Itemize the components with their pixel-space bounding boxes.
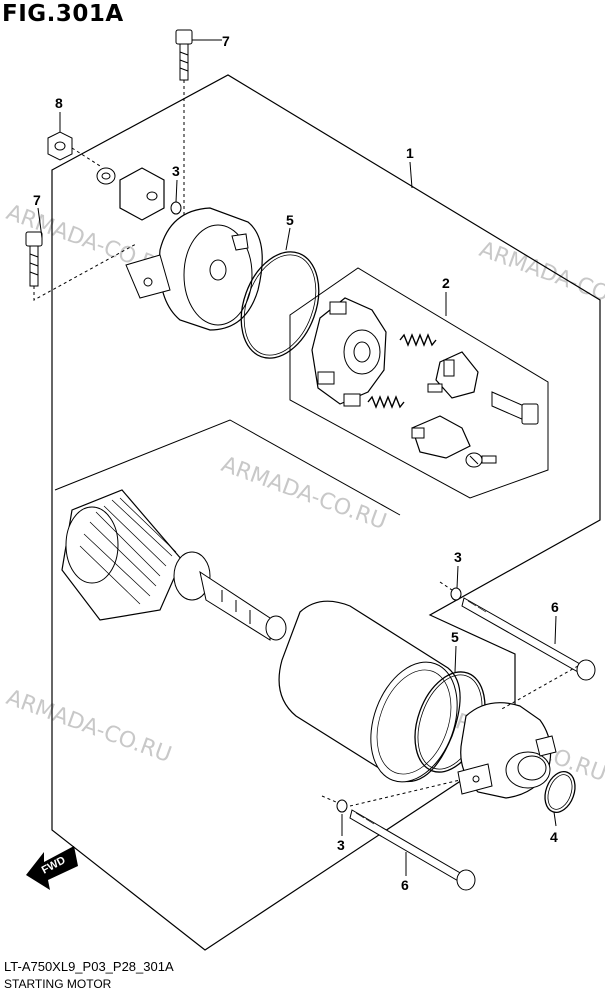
callout-through-bolt-lower: 6 <box>401 877 409 893</box>
o-ring-5-upper-inner <box>243 254 317 356</box>
callout-o-ring-front: 4 <box>550 829 558 845</box>
terminal-block <box>119 167 165 221</box>
callout-o-ring-top: 3 <box>172 163 180 179</box>
motor-yoke <box>278 600 461 783</box>
callout-starter-assembly: 1 <box>406 145 414 161</box>
callout-through-bolt-upper: 6 <box>551 599 559 615</box>
watermark: ARMADA-CO.RU <box>3 685 175 768</box>
brush-spring-upper <box>399 333 437 347</box>
figure-code: LT-A750XL9_P03_P28_301A <box>4 959 174 974</box>
watermark: ARMADA-CO.RU <box>476 237 605 320</box>
front-cover <box>457 702 557 799</box>
brush-terminal-lower <box>411 415 471 459</box>
bolt-7-left <box>25 231 137 301</box>
brush-spring-lower <box>367 395 405 409</box>
callout-bolt-top: 7 <box>222 33 230 49</box>
callout-brush-holder-set: 2 <box>442 275 450 291</box>
brush-holder-frame <box>289 267 549 499</box>
terminal-cap <box>96 167 116 185</box>
o-ring-3-top <box>170 201 182 215</box>
callout-bolt-left: 7 <box>33 192 41 208</box>
figure-title: FIG.301A <box>2 1 124 27</box>
fwd-arrow-icon: FWD <box>26 846 78 890</box>
through-bolt-6-upper <box>439 581 596 711</box>
through-bolt-6-lower <box>321 779 476 891</box>
o-ring-5-upper <box>240 251 320 359</box>
callout-o-ring-lower: 5 <box>451 629 459 645</box>
armature-frame <box>54 419 401 516</box>
watermark: ARMADA-CO.RU <box>218 452 390 535</box>
armature <box>61 489 287 641</box>
figure-subtitle: STARTING MOTOR <box>4 977 112 991</box>
rear-cover <box>125 207 263 331</box>
assembly-boundary <box>51 74 601 951</box>
brush-holder <box>311 297 387 407</box>
callout-nut: 8 <box>55 95 63 111</box>
o-ring-4 <box>544 771 576 813</box>
brush-terminal-upper <box>427 351 479 399</box>
small-screw <box>465 452 497 468</box>
callout-washer-lower: 3 <box>337 837 345 853</box>
nut-8 <box>47 131 101 167</box>
callout-washer-upper: 3 <box>454 549 462 565</box>
leader-lines <box>37 39 557 876</box>
terminal-bolt <box>491 391 539 425</box>
callout-o-ring-upper: 5 <box>286 212 294 228</box>
o-ring-4-inner <box>547 774 573 810</box>
bolt-7-top <box>175 29 193 250</box>
